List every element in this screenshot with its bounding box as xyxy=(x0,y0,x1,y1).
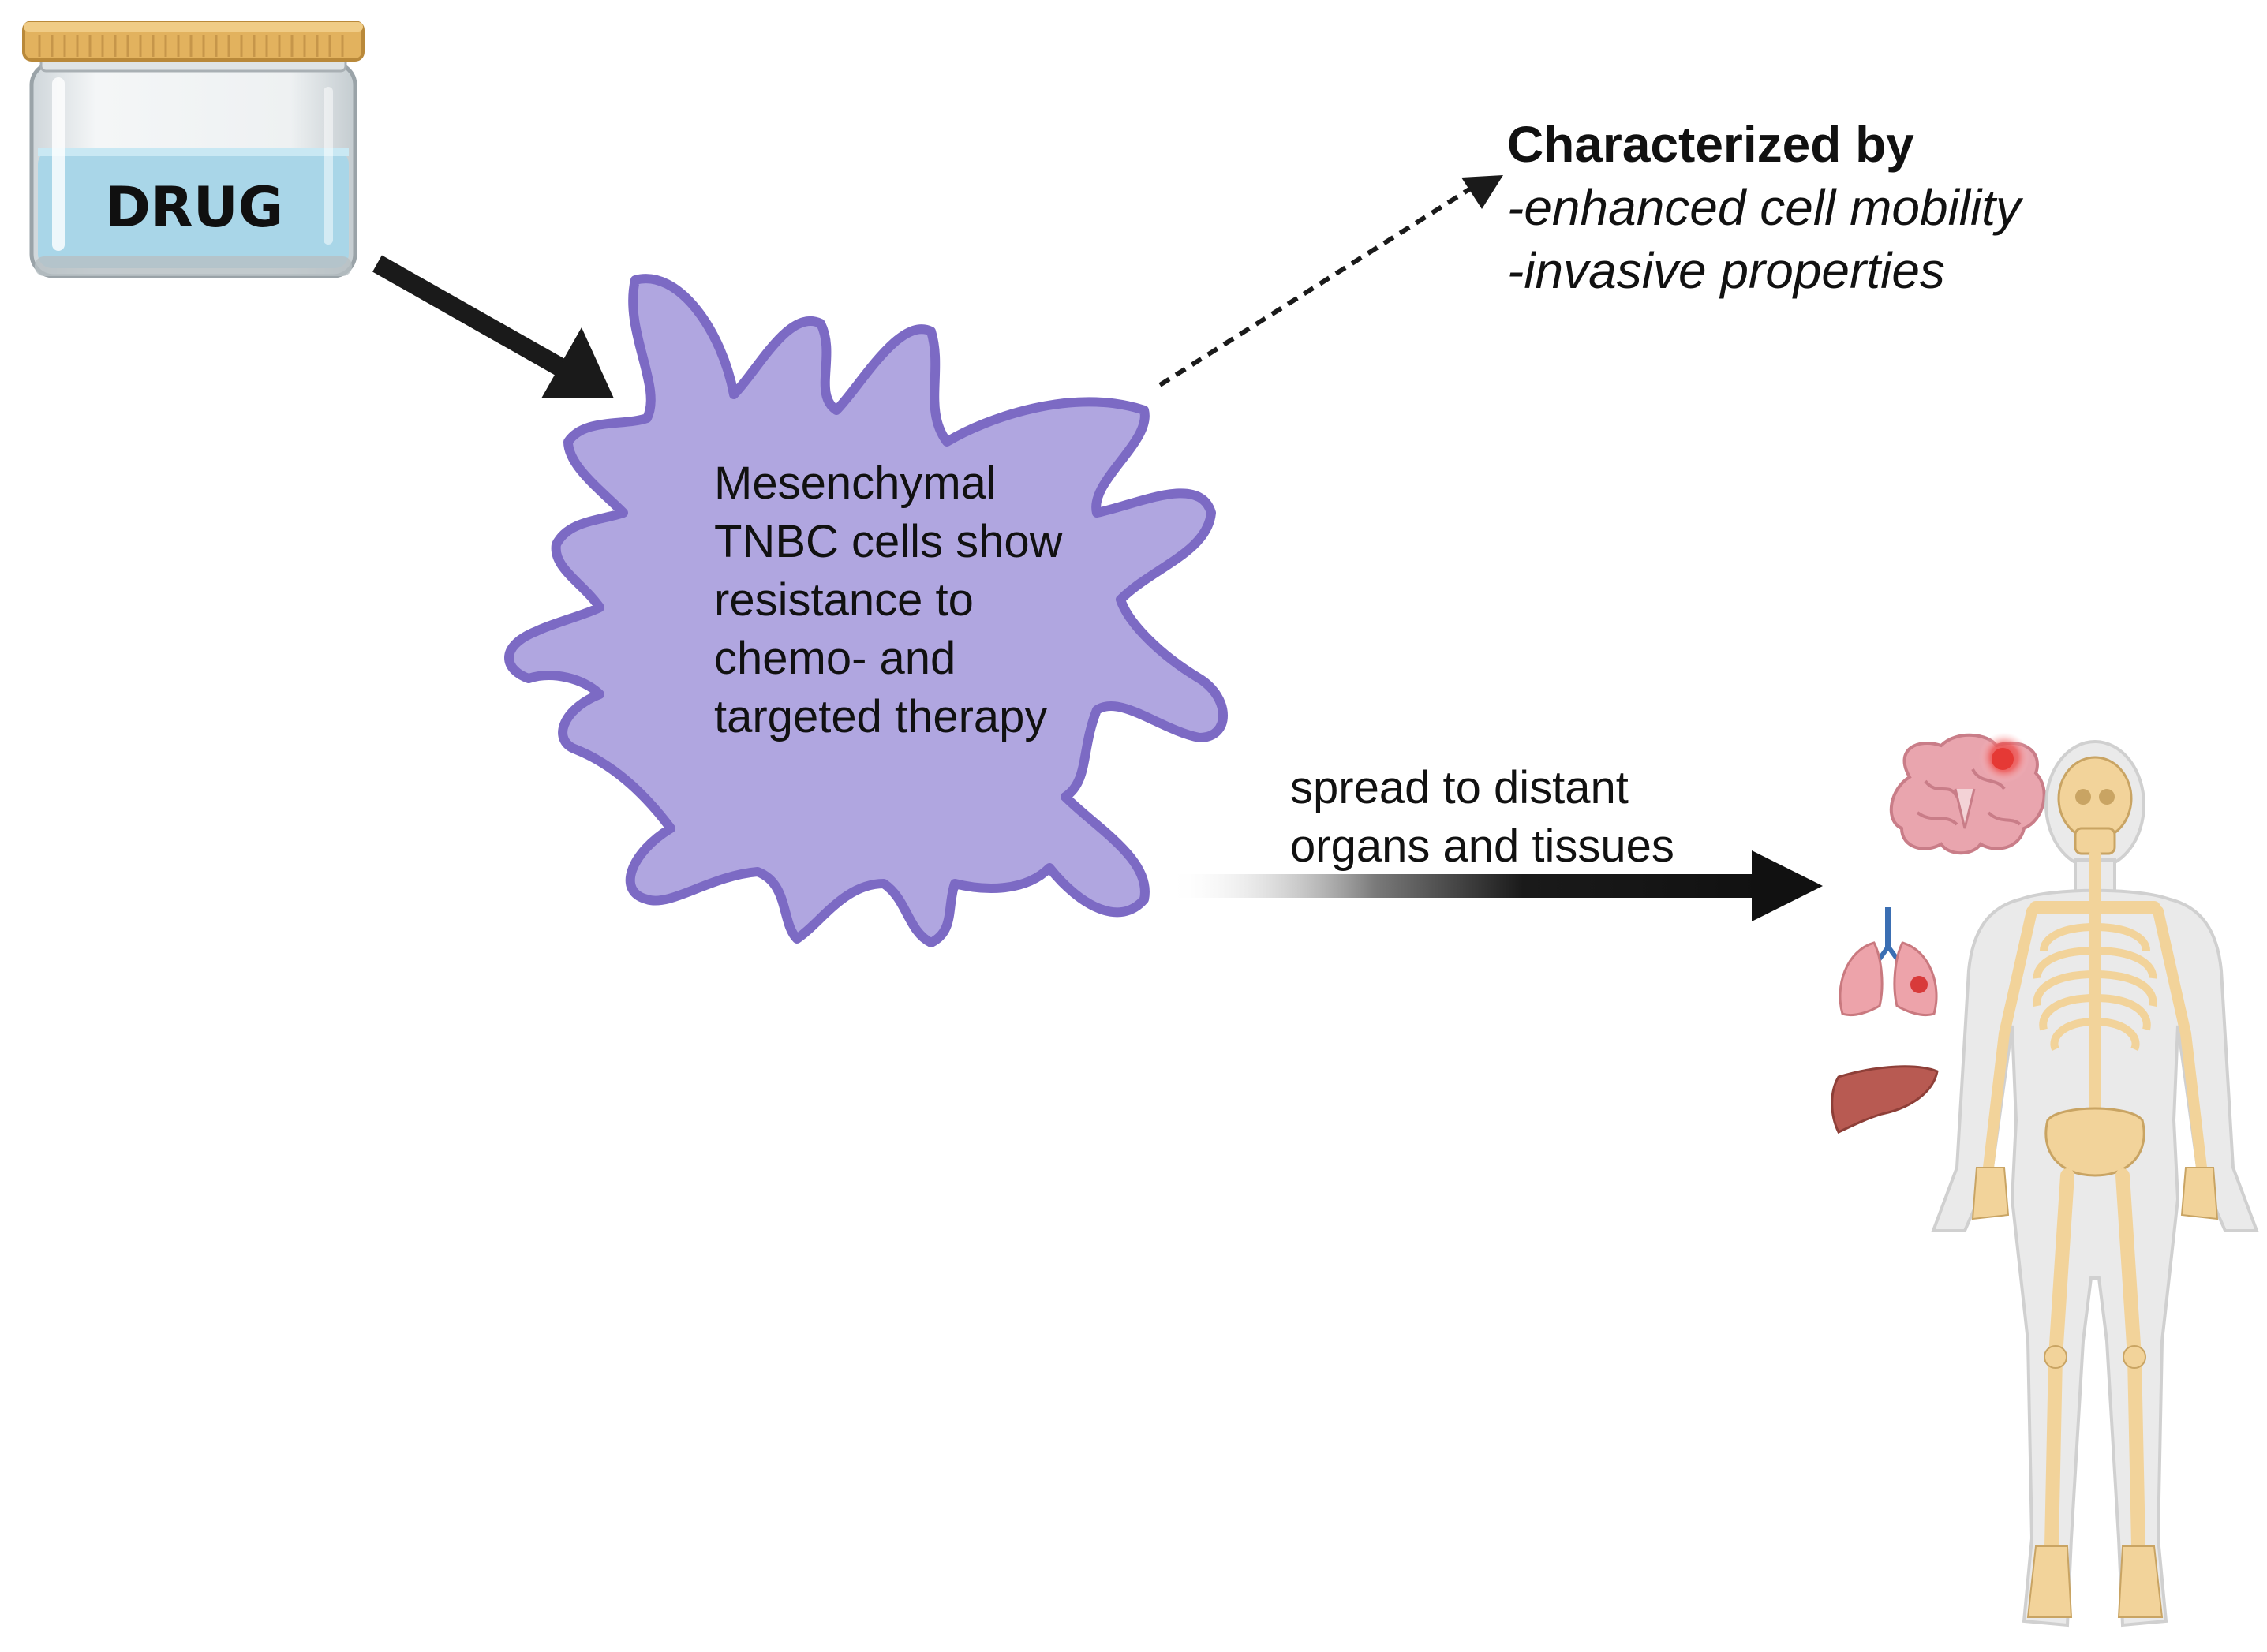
brain-icon xyxy=(1889,732,2046,855)
cell-line: TNBC cells show xyxy=(714,516,1064,567)
svg-text:targeted therapy: targeted therapy xyxy=(714,691,1047,742)
svg-text:chemo- and: chemo- and xyxy=(714,633,956,684)
spread-arrow xyxy=(1168,850,1823,921)
drug-jar-icon: DRUG xyxy=(22,21,365,278)
spread-line: spread to distant xyxy=(1290,762,1629,813)
skeleton-body-icon xyxy=(1931,740,2259,1628)
characteristics-title: Characterized by xyxy=(1507,116,1914,173)
characteristics-dotted-arrow xyxy=(1158,175,1503,387)
cell-line: chemo- and xyxy=(714,633,956,684)
drug-to-cell-arrow xyxy=(372,255,614,398)
characteristic-item: -invasive properties xyxy=(1507,242,1945,299)
liver-icon xyxy=(1831,1065,1939,1134)
cell-description: Mesenchymal TNBC cells show resistance t… xyxy=(714,458,1064,742)
spread-label: spread to distant organs and tissues xyxy=(1290,762,1674,872)
svg-text:resistance to: resistance to xyxy=(714,574,974,626)
cell-line: resistance to xyxy=(714,574,974,626)
characteristic-item: -enhanced cell mobility xyxy=(1507,179,2024,236)
mesenchymal-cell-shape xyxy=(504,274,1228,947)
cell-line: targeted therapy xyxy=(714,691,1047,742)
drug-label: DRUG xyxy=(105,175,283,240)
cell-line: Mesenchymal xyxy=(714,458,997,509)
characteristics-block: Characterized by -enhanced cell mobility… xyxy=(1507,116,2024,299)
spread-line: organs and tissues xyxy=(1290,820,1674,872)
svg-text:TNBC cells show: TNBC cells show xyxy=(714,516,1064,567)
svg-text:Mesenchymal: Mesenchymal xyxy=(714,458,997,509)
jar-lid-icon xyxy=(22,21,365,62)
lungs-icon xyxy=(1839,907,1938,1017)
